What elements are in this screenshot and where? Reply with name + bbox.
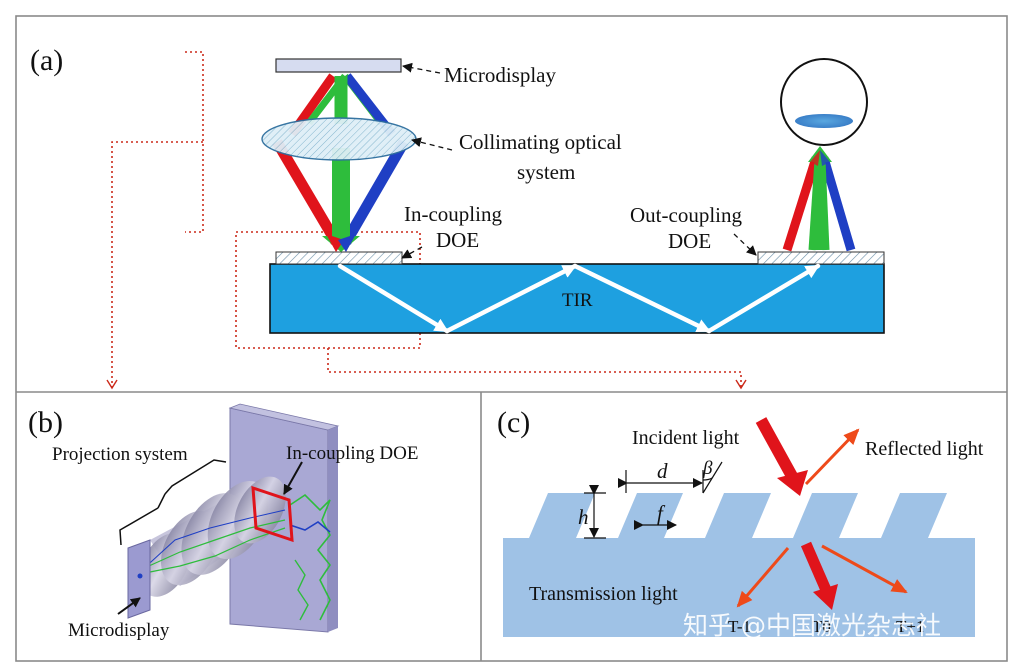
- panel-b: (b) Projection syste: [28, 403, 418, 641]
- arrow-microdisplay-b: [117, 597, 141, 615]
- arrow-incoupling-doe: [283, 461, 303, 495]
- waveguide: [269, 263, 885, 334]
- tir-label: TIR: [562, 290, 593, 311]
- microdisplay-a: [275, 58, 402, 73]
- label-incoupling-1: In-coupling: [404, 202, 502, 226]
- ray-green-plate: [289, 493, 331, 621]
- rgb-rays-out: [782, 146, 856, 252]
- transmitted-order-plus1: [821, 544, 908, 594]
- transmitted-order-minus1: [736, 547, 790, 608]
- dotted-leader-c: [327, 348, 747, 390]
- leader-collimating: [411, 137, 453, 151]
- reflected-light: [804, 428, 860, 486]
- tir-ray: [337, 263, 821, 334]
- label-order-plus1: T+1: [896, 617, 924, 636]
- label-incoupling-2: DOE: [436, 228, 479, 252]
- label-incoupling-doe-b: In-coupling DOE: [286, 443, 418, 464]
- incident-light: [755, 417, 799, 481]
- grating: [503, 493, 975, 637]
- label-microdisplay-b: Microdisplay: [68, 620, 170, 641]
- eye-icon: [780, 58, 868, 146]
- label-order-0: T0: [812, 617, 831, 636]
- lens-barrel: [139, 476, 286, 597]
- microdisplay-b: [127, 539, 151, 619]
- panel-a-label: (a): [30, 44, 63, 77]
- label-reflected-light: Reflected light: [865, 438, 984, 460]
- label-microdisplay-a: Microdisplay: [444, 63, 556, 87]
- label-outcoupling-1: Out-coupling: [630, 203, 742, 227]
- label-h: h: [578, 505, 589, 529]
- label-order-minus1: T-1: [728, 617, 751, 636]
- label-incident-light: Incident light: [632, 427, 740, 449]
- panel-a: (a) TIR: [30, 44, 885, 390]
- panel-c-label: (c): [497, 406, 530, 439]
- projection-brace: [119, 459, 227, 546]
- leader-microdisplay: [402, 62, 441, 74]
- ray-blue-plate: [289, 521, 331, 533]
- outcoupling-doe: [757, 251, 885, 265]
- incoupling-doe: [275, 251, 403, 265]
- incoupling-doe-box: [251, 485, 294, 543]
- frame-outer: [15, 15, 1008, 662]
- watermark: 知乎 @中国激光杂志社: [683, 611, 941, 640]
- label-transmission-light: Transmission light: [529, 583, 678, 605]
- transmitted-order-0: [800, 541, 832, 593]
- label-beta: β: [702, 458, 713, 479]
- eye-pupil: [795, 114, 853, 128]
- label-collimating-1: Collimating optical: [459, 130, 622, 154]
- panel-c: (c) d β h f Incident light Reflected lig…: [497, 406, 984, 640]
- collimating-lens: [261, 117, 417, 161]
- rgb-rays-a: [272, 73, 409, 252]
- label-projection-system: Projection system: [52, 444, 188, 465]
- label-f: f: [657, 501, 666, 525]
- label-d: d: [657, 459, 668, 483]
- dotted-leader-b: [106, 141, 203, 390]
- ray-green-plate-2: [294, 559, 309, 621]
- label-outcoupling-2: DOE: [668, 229, 711, 253]
- leader-incoupling: [401, 246, 423, 259]
- leader-outcoupling: [733, 233, 757, 256]
- panel-b-label: (b): [28, 406, 63, 439]
- label-collimating-2: system: [517, 160, 575, 184]
- dotted-bracket: [185, 51, 204, 233]
